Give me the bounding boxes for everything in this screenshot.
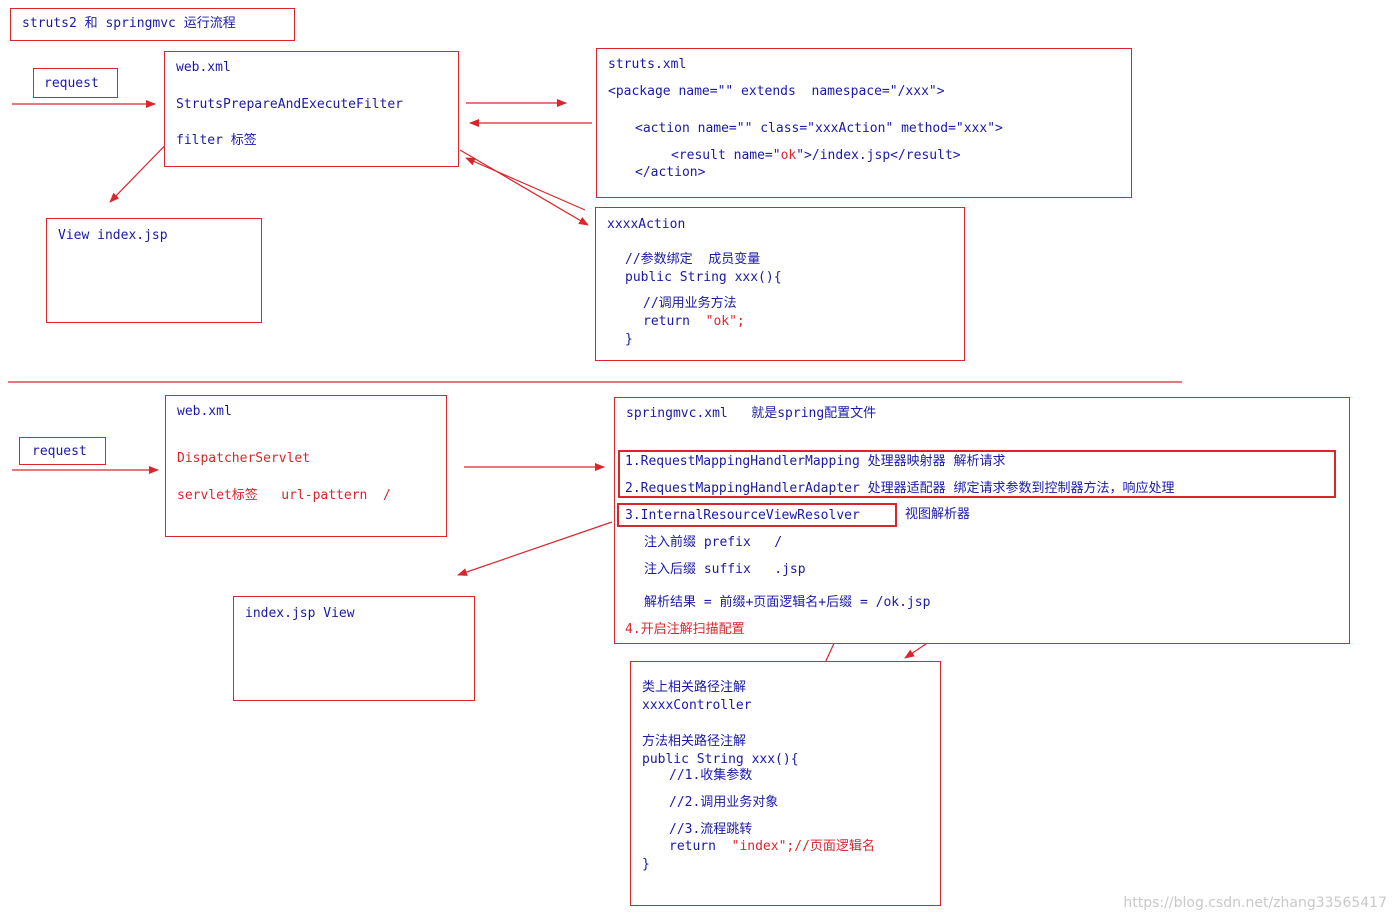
filter-class: StrutsPrepareAndExecuteFilter	[176, 97, 403, 112]
controller-return: return "index";//页面逻辑名	[669, 839, 875, 855]
method-mapping-comment: 方法相关路径注解	[642, 734, 747, 749]
action-tag: <action name="" class="xxxAction" method…	[635, 121, 1003, 136]
handler-adapter: 2.RequestMappingHandlerAdapter 处理器适配器 绑定…	[625, 481, 1175, 496]
spring-view-box: index.jsp View	[233, 596, 475, 701]
prefix-line: 注入前缀 prefix /	[644, 535, 783, 550]
package-tag: <package name="" extends namespace="/xxx…	[608, 84, 945, 99]
filter-tag: filter 标签	[176, 133, 257, 148]
struts-action-box: xxxxAction //参数绑定 成员变量 public String xxx…	[595, 207, 965, 361]
strutsxml-box: struts.xml <package name="" extends name…	[596, 48, 1132, 198]
title-box: struts2 和 springmvc 运行流程	[10, 8, 295, 41]
strutsxml-title: struts.xml	[608, 57, 687, 72]
controller-box: 类上相关路径注解 xxxxController 方法相关路径注解 public …	[630, 661, 941, 906]
struts-request-box: request	[33, 68, 118, 98]
struts-view-box: View index.jsp	[46, 218, 262, 323]
action-return: return "ok";	[643, 314, 745, 330]
controller-name: xxxxController	[642, 698, 752, 713]
suffix-line: 注入后缀 suffix .jsp	[644, 562, 806, 577]
highlight-mapping-adapter	[618, 450, 1336, 498]
action-method-sig: public String xxx(){	[625, 270, 782, 285]
annotation-scan: 4.开启注解扫描配置	[625, 622, 745, 637]
spring-view-label: index.jsp View	[245, 606, 355, 621]
config-title: springmvc.xml 就是spring配置文件	[626, 406, 877, 421]
step-flow-jump: //3.流程跳转	[669, 822, 753, 837]
action-close-tag: </action>	[635, 165, 706, 180]
webxml-title: web.xml	[176, 60, 231, 75]
resolve-result: 解析结果 = 前缀+页面逻辑名+后缀 = /ok.jsp	[644, 595, 931, 610]
return-keyword: return	[643, 314, 706, 329]
step-collect-params: //1.收集参数	[669, 768, 753, 783]
springmvc-config-box: springmvc.xml 就是spring配置文件 1.RequestMapp…	[614, 397, 1350, 644]
spring-webxml-box: web.xml DispatcherServlet servlet标签 url-…	[165, 395, 447, 537]
result-tag-close: ">/index.jsp</result>	[796, 148, 961, 163]
servlet-tag: servlet标签 url-pattern /	[177, 488, 391, 504]
handler-mapping: 1.RequestMappingHandlerMapping 处理器映射器 解析…	[625, 454, 1006, 469]
result-tag: <result name="ok">/index.jsp</result>	[671, 148, 961, 164]
arrow-config-to-view-spring	[457, 521, 613, 576]
controller-method-sig: public String xxx(){	[642, 752, 799, 767]
arrow-action-to-webxml	[465, 157, 586, 211]
controller-close-brace: }	[642, 857, 650, 872]
action-title: xxxxAction	[607, 217, 686, 232]
struts-view-label: View index.jsp	[58, 228, 168, 243]
action-close-brace: }	[625, 332, 633, 347]
spring-request-box: request	[19, 437, 106, 465]
webxml-title: web.xml	[177, 404, 232, 419]
dispatcher-servlet: DispatcherServlet	[177, 451, 311, 466]
view-resolver: 3.InternalResourceViewResolver	[625, 508, 860, 523]
watermark: https://blog.csdn.net/zhang33565417	[1123, 895, 1387, 911]
highlight-view-resolver	[617, 503, 897, 527]
step-call-service: //2.调用业务对象	[669, 795, 779, 810]
arrow-webxml-to-action	[459, 149, 589, 226]
action-comment-binding: //参数绑定 成员变量	[625, 252, 761, 267]
return-value: "ok";	[705, 314, 745, 329]
servlet-tag-text: servlet标签 url-pattern /	[177, 488, 391, 503]
class-mapping-comment: 类上相关路径注解	[642, 680, 747, 695]
result-name-value: ok	[780, 148, 797, 163]
request-label: request	[44, 76, 99, 91]
action-comment-service: //调用业务方法	[643, 296, 737, 311]
page-title: struts2 和 springmvc 运行流程	[22, 16, 236, 31]
request-label: request	[32, 444, 87, 459]
view-resolver-desc: 视图解析器	[905, 507, 971, 522]
return-logical-name: "index";//页面逻辑名	[731, 839, 875, 854]
return-keyword: return	[669, 839, 732, 854]
result-tag-open: <result name="	[671, 148, 781, 163]
struts-webxml-box: web.xml StrutsPrepareAndExecuteFilter fi…	[164, 51, 459, 167]
